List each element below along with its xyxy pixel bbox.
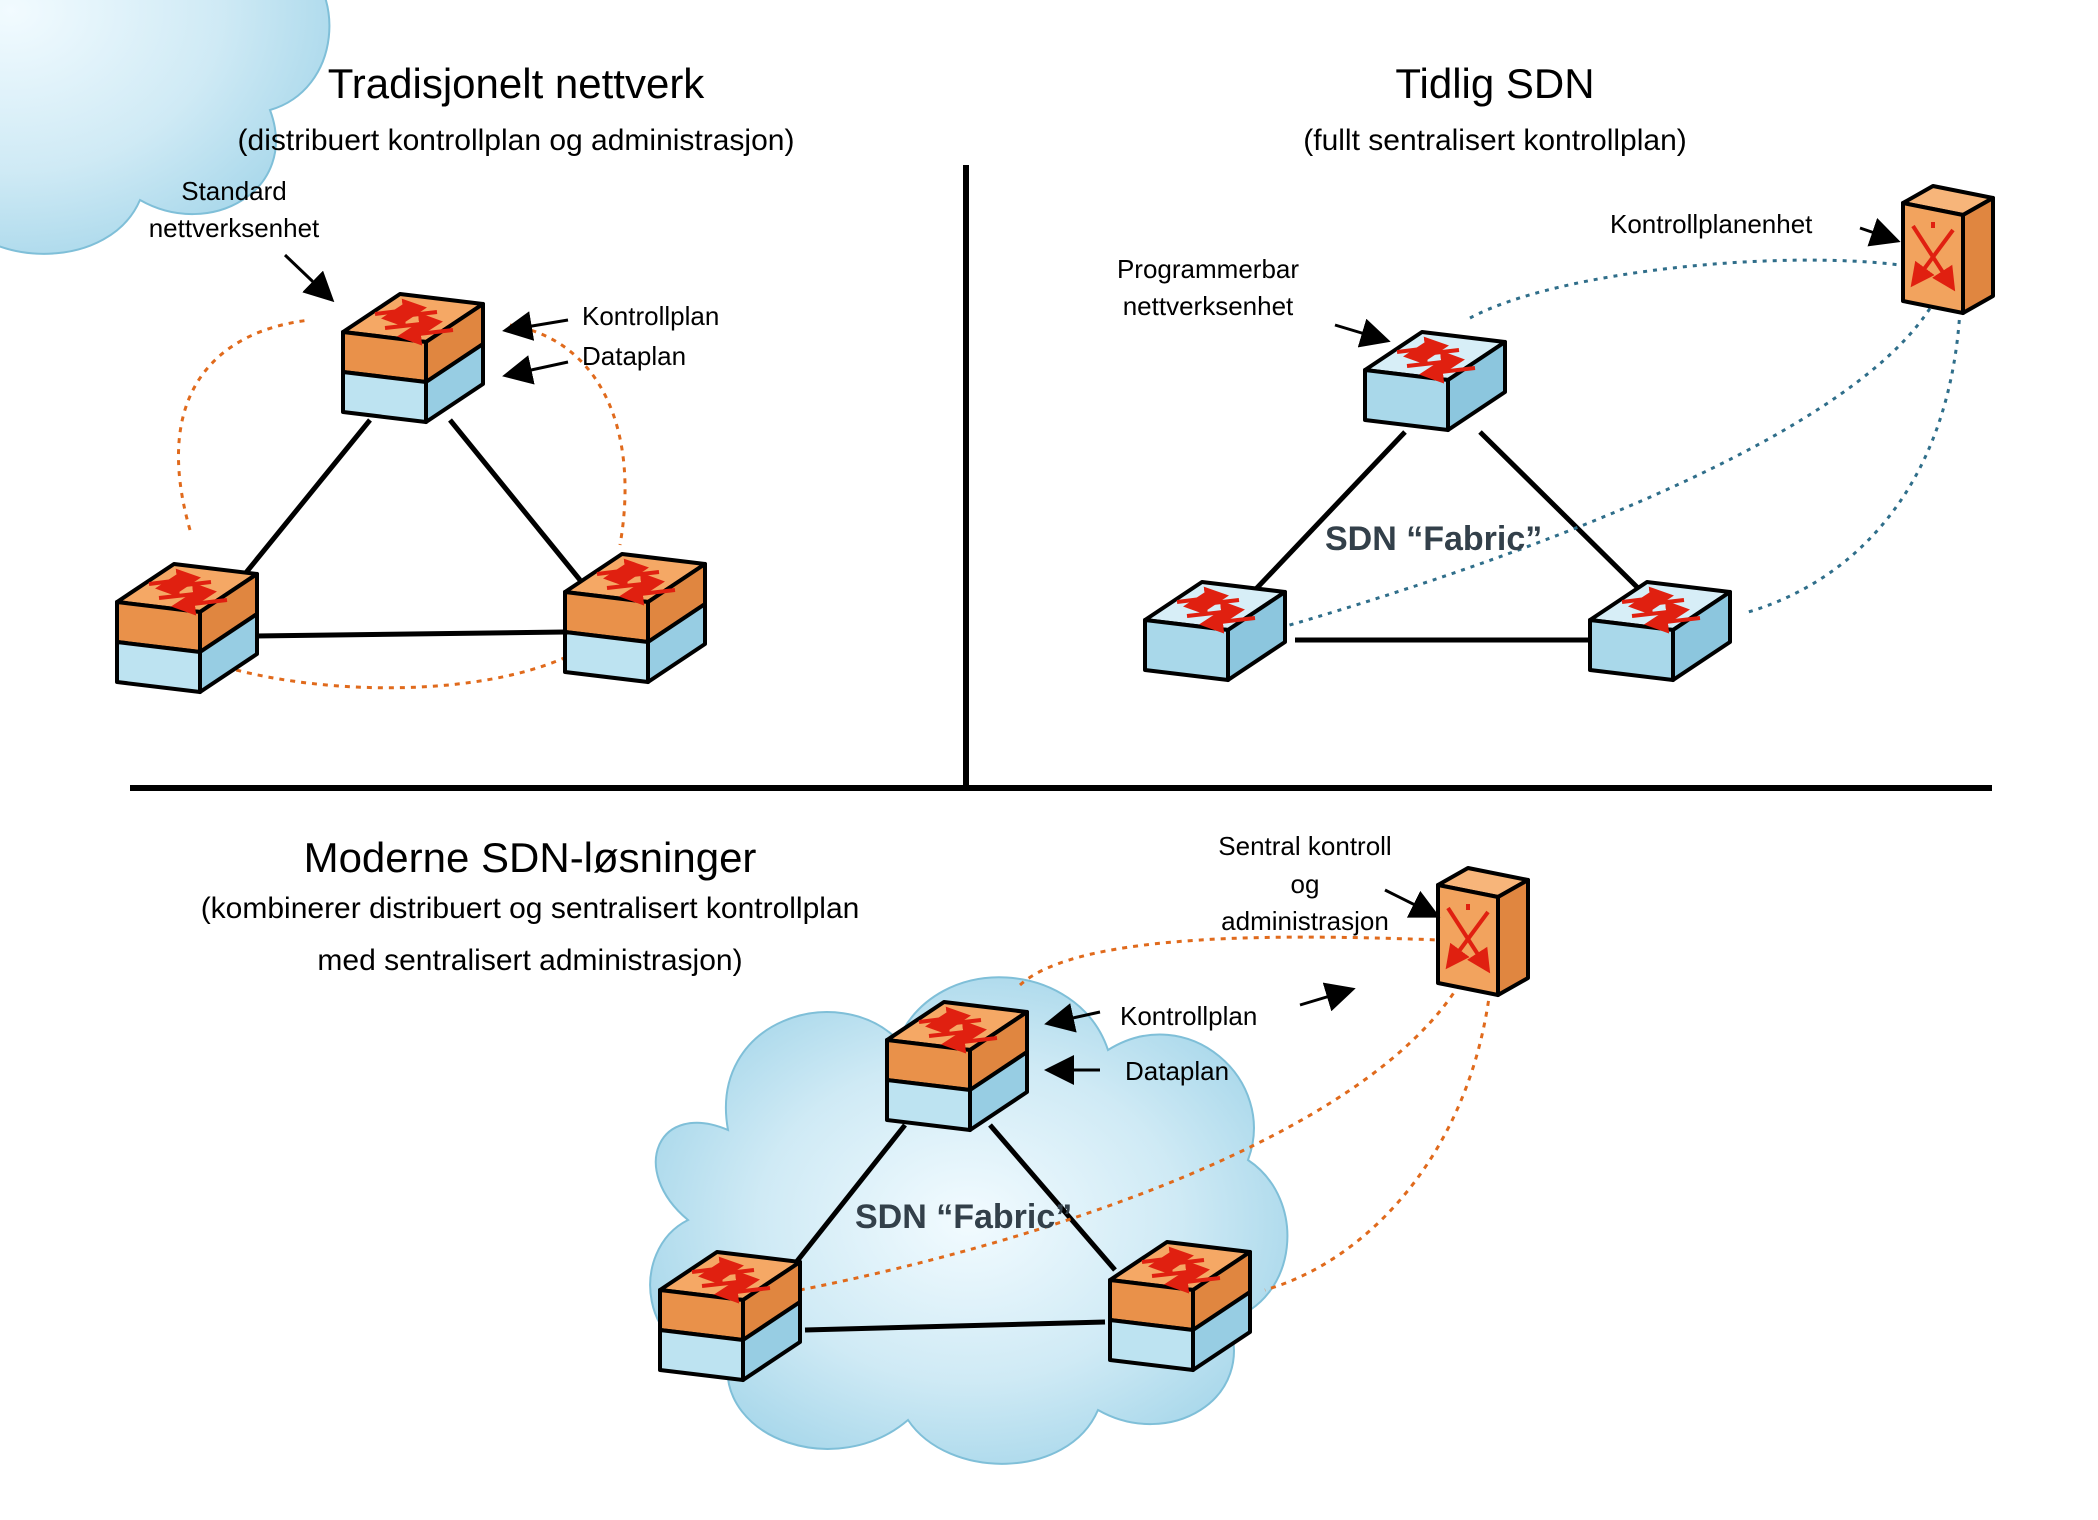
data-plane-label: Dataplan (582, 341, 687, 371)
panel-subtitle: (distribuert kontrollplan og administras… (237, 124, 795, 157)
link-top-right (988, 1123, 1117, 1272)
link-top-left (238, 418, 372, 582)
controller-label-line3: administrasjon (1221, 906, 1389, 936)
device-label-line2: nettverksenhet (148, 213, 320, 243)
network-switch-icon (117, 564, 257, 692)
panel-title: Tradisjonelt nettverk (327, 60, 705, 107)
network-switch-icon (343, 294, 483, 422)
orange-dotted-control-link (1264, 989, 1492, 1292)
pointer-arrow (502, 311, 569, 341)
blue-dotted-control-link (1254, 299, 1937, 637)
controller-device-icon (1438, 868, 1528, 995)
network-switch-icon (565, 554, 705, 682)
device-label-line1: Standard (181, 176, 287, 206)
controller-label: Kontrollplanenhet (1610, 209, 1813, 239)
sdn-fabric-label: SDN “Fabric” (855, 1198, 1073, 1236)
controller-label-line2: og (1290, 869, 1320, 899)
device-label-line2: nettverksenhet (1122, 291, 1294, 321)
panel-subtitle-line2: med sentralisert administrasjon) (317, 944, 743, 977)
control-plane-label: Kontrollplan (1120, 1001, 1258, 1031)
orange-dotted-control-link (1018, 935, 1441, 987)
panel-title: Tidlig SDN (1395, 60, 1595, 107)
link-bottom (804, 1319, 1106, 1333)
pointer-arrow (283, 253, 335, 303)
pointer-arrow (1384, 888, 1441, 918)
panel-title: Moderne SDN-løsninger (303, 834, 757, 881)
blue-dotted-control-link (1469, 258, 1901, 320)
pointer-arrow (1044, 1003, 1101, 1033)
network-switch-icon (1365, 332, 1505, 430)
pointer-arrow (1334, 318, 1391, 348)
pointer-arrow (1859, 218, 1901, 247)
sdn-fabric-label: SDN “Fabric” (1325, 520, 1543, 558)
link-top-right (448, 418, 582, 582)
traditional-network-panel (117, 253, 705, 692)
pointer-arrow (1299, 982, 1356, 1012)
link-bottom (254, 629, 566, 639)
link-top-left (788, 1123, 907, 1272)
link-top-left (1253, 430, 1407, 592)
blue-dotted-control-link (1744, 309, 1962, 615)
link-top-right (1478, 430, 1642, 592)
pointer-arrow (502, 355, 569, 385)
panel-subtitle-line1: (kombinerer distribuert og sentralisert … (200, 892, 860, 925)
network-switch-icon (1590, 582, 1730, 680)
device-label-line1: Programmerbar (1116, 254, 1300, 284)
controller-label-line1: Sentral kontroll (1218, 831, 1392, 861)
panel-subtitle: (fullt sentralisert kontrollplan) (1303, 124, 1687, 157)
modern-sdn-panel (649, 868, 1528, 1465)
data-plane-label: Dataplan (1125, 1056, 1230, 1086)
early-sdn-panel (0, 0, 1993, 680)
network-switch-icon (1145, 582, 1285, 680)
control-plane-label: Kontrollplan (582, 301, 720, 331)
controller-device-icon (1903, 186, 1993, 313)
